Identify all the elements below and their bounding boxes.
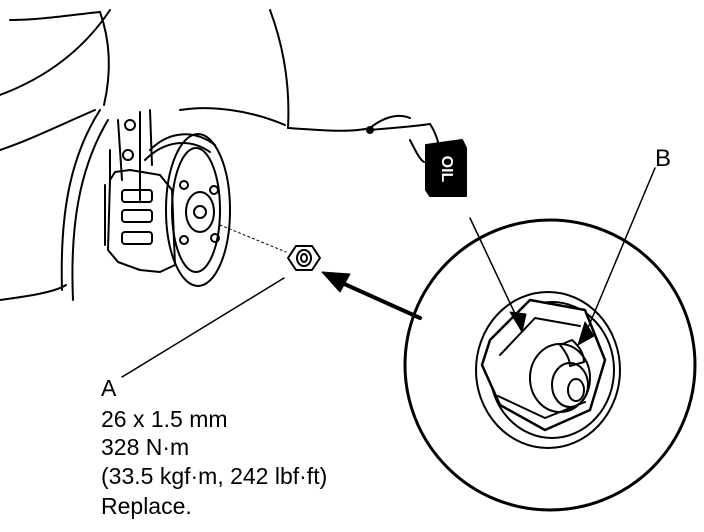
callout-a-note: Replace. — [101, 493, 192, 519]
callout-b-letter: B — [655, 145, 672, 172]
callout-a-torque-alt: (33.5 kgf·m, 242 lbf·ft) — [101, 463, 328, 489]
spindle-nut-small — [287, 245, 321, 271]
leader-line-a — [121, 277, 285, 378]
arrow-head-detail-nut — [509, 311, 527, 333]
detail-arrow — [321, 271, 422, 320]
oil-tag-label: OIL — [438, 155, 455, 183]
oil-applicator — [366, 123, 467, 197]
arrow-head-b — [577, 321, 595, 346]
callout-a-letter: A — [101, 375, 117, 401]
leader-line-b — [584, 167, 656, 336]
callout-a-size: 26 x 1.5 mm — [101, 406, 228, 432]
vehicle-body — [0, 9, 411, 301]
magnified-detail-circle — [403, 218, 697, 512]
leader-line-detail-nut — [469, 217, 519, 321]
brake-caliper — [104, 109, 176, 273]
axle-axis-line — [219, 224, 287, 253]
callout-a-torque-nm: 328 N·m — [101, 434, 190, 460]
brake-disc — [144, 133, 231, 287]
